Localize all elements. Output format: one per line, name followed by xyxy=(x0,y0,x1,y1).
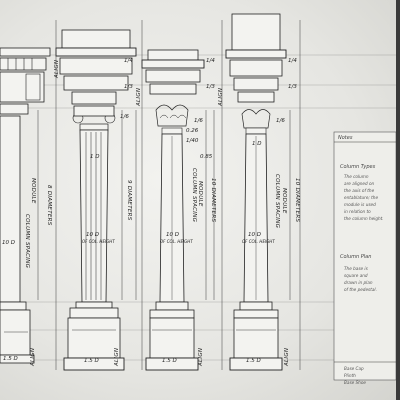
dim-eight-diameters: 8 DIAMETERS xyxy=(46,185,52,226)
dim-third-col2: 1/3 xyxy=(124,84,133,90)
dim-ten-diameters-2: 10 DIAMETERS xyxy=(294,178,300,223)
dim-026: 0.26 xyxy=(186,128,199,134)
dim-column-spacing-1: COLUMN SPACING xyxy=(24,214,30,268)
note1-line-5: module is used xyxy=(344,202,376,207)
dim-third-col4: 1/3 xyxy=(288,84,297,90)
dim-1-5d-col4: 1.5 D xyxy=(246,358,261,364)
dim-quarter-col3: 1/4 xyxy=(206,58,215,64)
dim-1-5d-col2: 1.5 D xyxy=(84,358,99,364)
dim-10d-col3: 10 D xyxy=(166,232,179,238)
column-doric xyxy=(55,29,137,371)
dim-align-4: ALIGN xyxy=(30,348,36,367)
dim-align-6: ALIGN xyxy=(198,348,204,367)
dim-fortieth: 1/40 xyxy=(186,138,199,144)
column-composite xyxy=(225,13,287,371)
dim-10d-col1: 10 D xyxy=(2,240,15,246)
dim-align-2: ALIGN xyxy=(136,88,142,107)
note2-line-3: drawn in plan xyxy=(344,280,373,285)
dim-align-7: ALIGN xyxy=(284,348,290,367)
dim-column-spacing-3: COLUMN SPACING xyxy=(274,174,280,228)
note1-line-7: the column height. xyxy=(344,216,384,221)
horizontal-dimension-texts: 1.5 D 1.5 D 1.5 D 1.5 D 1 D 1 D 10 D 10 … xyxy=(2,58,297,364)
dim-sixth-col2: 1/6 xyxy=(120,114,129,120)
dim-module-2: MODULE xyxy=(197,181,203,207)
dim-1-5d-left: 1.5 D xyxy=(3,356,18,362)
note1-line-2: are aligned on xyxy=(344,181,375,186)
dim-sixth-col4: 1/6 xyxy=(276,118,285,124)
dim-col-height-2: OF COL. HEIGHT xyxy=(82,239,115,244)
note2-line-1: The base is xyxy=(344,266,369,271)
dim-quarter-col4: 1/4 xyxy=(288,58,297,64)
dim-quarter-col2: 1/4 xyxy=(124,58,133,64)
vertical-dimension-texts: COLUMN SPACING MODULE 8 DIAMETERS 9 DIAM… xyxy=(24,60,300,367)
legend-item-2: Plinth xyxy=(344,373,356,378)
note2-line-2: square and xyxy=(344,273,368,278)
dim-nine-diameters: 9 DIAMETERS xyxy=(126,180,132,221)
note1-line-1: The column xyxy=(344,174,369,179)
legend-item-3: Base Shoe xyxy=(344,380,366,385)
dim-align-5: ALIGN xyxy=(114,348,120,367)
dimension-lines xyxy=(4,20,301,370)
legend-item-1: Base Cap xyxy=(344,366,364,371)
note1-title: Column Types xyxy=(340,164,376,170)
dim-1-d-col4: 1 D xyxy=(252,141,261,147)
note2-line-4: of the pedestal. xyxy=(344,287,377,292)
notes-heading: Notes xyxy=(338,135,353,141)
dim-align-1: ALIGN xyxy=(54,60,60,79)
dim-1-d-col2: 1 D xyxy=(90,154,99,160)
dim-align-3: ALIGN xyxy=(218,88,224,107)
column-left-partial xyxy=(0,47,51,364)
note1-line-3: the axis of the xyxy=(344,188,375,193)
dim-col-height-3: OF COL. HEIGHT xyxy=(160,239,193,244)
note1-line-6: in relation to xyxy=(344,209,371,214)
note1-line-4: entablature; the xyxy=(344,195,378,200)
dim-module-3: MODULE xyxy=(281,188,287,214)
dim-third-col3: 1/3 xyxy=(206,84,215,90)
dim-column-spacing-2: COLUMN SPACING xyxy=(191,168,197,222)
dim-col-height-4: OF COL. HEIGHT xyxy=(242,239,275,244)
dim-module-1: MODULE xyxy=(30,178,36,204)
dim-10d-col4: 10 D xyxy=(248,232,261,238)
column-corinthian xyxy=(141,49,205,371)
dim-10d-col2: 10 D xyxy=(86,232,99,238)
notes-panel: Notes Column Types The column are aligne… xyxy=(333,131,397,385)
dim-ten-diameters-1: 10 DIAMETERS xyxy=(210,178,216,223)
dim-sixth-col3: 1/6 xyxy=(194,118,203,124)
dim-085: 0.85 xyxy=(200,154,213,160)
right-edge-shadow xyxy=(396,0,400,400)
dim-1-5d-col3: 1.5 D xyxy=(162,358,177,364)
note2-title: Column Plan xyxy=(340,254,371,260)
